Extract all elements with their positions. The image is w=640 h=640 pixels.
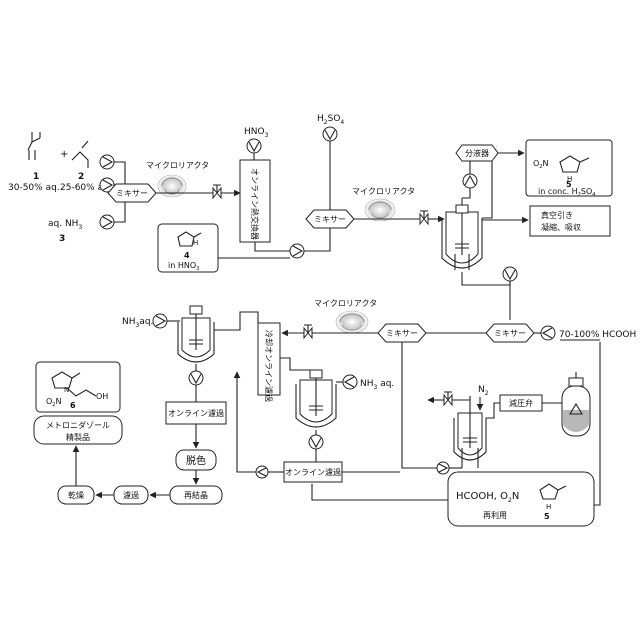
recycle-label: 再利用 — [483, 510, 507, 520]
online-filter-2-label: オンライン濾過 — [285, 467, 341, 477]
microreactor-2 — [365, 199, 395, 221]
online-heat-exchanger-label: オンライン熱交換器 — [250, 168, 260, 240]
ammonia-label: aq. NH3 — [48, 219, 82, 231]
cooling-online-filter: 冷却オンライン濾過 — [258, 323, 280, 402]
mixer-3[interactable]: ミキサー — [486, 324, 534, 342]
microreactor-1-label: マイクロリアクタ — [146, 161, 209, 170]
recrystallization-label: 再結晶 — [184, 490, 208, 500]
valve-4[interactable] — [444, 392, 452, 405]
drying-label: 乾燥 — [68, 490, 84, 500]
compound-4-nh: H — [193, 239, 198, 247]
nitrogen-label: N2 — [478, 385, 489, 397]
compound-6-oh: OH — [96, 392, 108, 401]
condensation-label: 凝縮、吸収 — [541, 222, 581, 232]
compound-6-n: N — [64, 386, 69, 394]
online-filter-2: オンライン濾過 — [284, 462, 342, 482]
cooling-online-filter-label: 冷却オンライン濾過 — [264, 330, 274, 402]
online-filter-1: オンライン濾過 — [166, 402, 226, 424]
formylation-reactor — [454, 396, 486, 468]
recrystallization-reactor — [178, 306, 214, 362]
ammonia-top-label: NH3aq. — [122, 317, 153, 329]
recycle-compound-number: 5 — [544, 512, 550, 521]
compound-1-concentration: 30-50% aq. — [8, 183, 60, 193]
mixer-2[interactable]: ミキサー — [306, 210, 354, 228]
compound-4-number: 4 — [184, 251, 190, 260]
online-heat-exchanger: オンライン熱交換器 — [240, 160, 270, 242]
separator: 分液器 — [456, 145, 498, 161]
recrystallization-box: 再結晶 — [170, 486, 222, 504]
drying-box: 乾燥 — [58, 486, 94, 504]
mixer-1-label: ミキサー — [116, 189, 148, 198]
compound-1-number: 1 — [33, 172, 39, 182]
gas-cylinder — [562, 372, 590, 436]
decolor-box: 脱色 — [176, 450, 216, 470]
ammonia-number: 3 — [59, 234, 65, 244]
sulfuric-acid-label: H2SO4 — [317, 114, 344, 126]
formic-acid-label: 70-100% HCOOH — [559, 330, 636, 340]
vacuum-condensation-box: 真空引き 凝縮、吸収 — [530, 206, 610, 236]
compound-4-box: H 4 in HNO3 — [158, 224, 218, 272]
nitric-acid-label: HNO3 — [244, 127, 269, 139]
valve-1[interactable] — [213, 185, 221, 198]
ammonia-mid-label: NH3 aq. — [360, 379, 394, 391]
separator-label: 分液器 — [465, 148, 489, 158]
ammonia-feed: aq. NH3 3 — [48, 219, 82, 244]
mixer-2-label: ミキサー — [314, 215, 346, 224]
valve-3[interactable] — [304, 325, 312, 338]
precipitation-reactor — [296, 370, 336, 427]
recycle-compound-h: H — [546, 503, 551, 511]
compound-6-number: 6 — [70, 401, 76, 410]
microreactor-3 — [336, 311, 368, 333]
microreactor-2-label: マイクロリアクタ — [352, 187, 415, 196]
product-grade: 精製品 — [66, 432, 90, 442]
plus-sign: + — [60, 149, 68, 160]
online-filter-1-label: オンライン濾過 — [168, 408, 224, 418]
pressure-reducing-valve: 減圧弁 — [500, 395, 542, 411]
valve-2[interactable] — [420, 211, 428, 224]
compound-6-structure: N O2N OH 6 — [36, 362, 120, 412]
compound-5-box: O2N H 5 in conc. H2SO4 — [526, 140, 612, 198]
microreactor-3-label: マイクロリアクタ — [314, 299, 377, 308]
mixer-4[interactable]: ミキサー — [378, 324, 426, 342]
filtration-label: 濾過 — [123, 490, 139, 500]
recycle-box: HCOOH, O2N H 5 再利用 — [448, 472, 594, 526]
vacuum-label: 真空引き — [541, 210, 573, 220]
mixer-1[interactable]: ミキサー — [108, 184, 156, 202]
compound-1: 1 30-50% aq. — [8, 132, 60, 193]
microreactor-1 — [158, 175, 186, 197]
metronidazole-product-box: メトロニダゾール 精製品 — [34, 416, 122, 444]
decolor-label: 脱色 — [186, 454, 206, 467]
nitration-reactor — [442, 198, 482, 270]
pressure-valve-label: 減圧弁 — [509, 398, 533, 408]
compound-2-number: 2 — [78, 172, 84, 182]
mixer-3-label: ミキサー — [494, 329, 526, 338]
product-name: メトロニダゾール — [46, 420, 110, 430]
mixer-4-label: ミキサー — [386, 329, 418, 338]
filtration-box: 濾過 — [114, 486, 148, 504]
